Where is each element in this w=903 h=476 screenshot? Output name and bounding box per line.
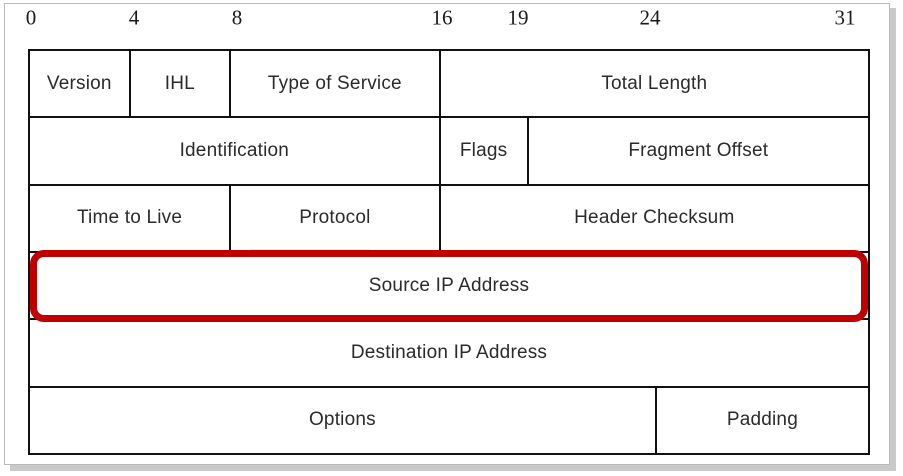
bit-label-24: 24 <box>639 5 661 30</box>
bit-label-4: 4 <box>128 5 140 30</box>
field-header-checksum: Header Checksum <box>574 207 735 229</box>
bit-label-8: 8 <box>231 5 243 30</box>
field-fragment-offset: Fragment Offset <box>628 139 769 161</box>
page-shadow-bottom <box>10 465 896 471</box>
field-identification: Identification <box>30 118 441 184</box>
field-flags: Flags <box>441 118 529 184</box>
field-time-to-live: Time to Live <box>30 185 232 251</box>
bit-label-19: 19 <box>507 5 529 30</box>
figure-frame <box>4 3 890 465</box>
field-protocol: Protocol <box>231 185 441 251</box>
header-row: Options Padding <box>30 387 868 453</box>
field-total-length: Total Length <box>601 72 708 94</box>
field-type-of-service: Type of Service <box>231 51 441 117</box>
header-row: Source IP Address <box>30 253 868 321</box>
field-version: Version <box>30 51 131 117</box>
bit-label-0: 0 <box>25 5 37 30</box>
field-destination-ip-address: Destination IP Address <box>350 341 548 363</box>
field-padding: Padding <box>726 409 798 431</box>
page-shadow-right <box>890 8 896 470</box>
field-options: Options <box>30 387 657 453</box>
bit-label-31: 31 <box>834 5 856 30</box>
field-ihl: IHL <box>131 51 232 117</box>
field-source-ip-address: Source IP Address <box>368 274 530 296</box>
bit-position-ruler: 0 4 8 16 19 24 31 <box>0 0 903 48</box>
bit-label-16: 16 <box>431 5 453 30</box>
header-row: Destination IP Address <box>30 320 868 388</box>
